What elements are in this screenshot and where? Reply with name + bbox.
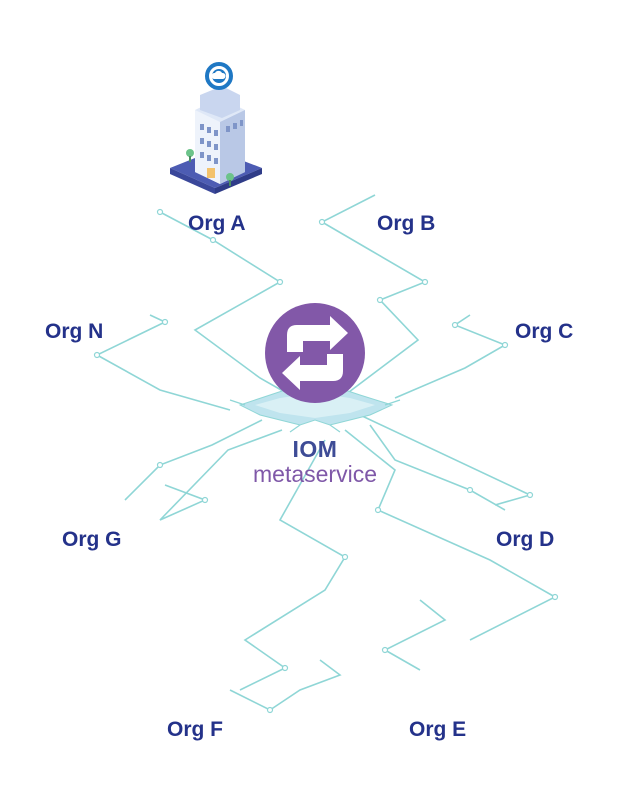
- org-a-cloud-badge-icon: [205, 62, 233, 90]
- org-a-building-icon: [170, 86, 262, 194]
- hub-subtitle: metaservice: [253, 461, 377, 487]
- connection-org-d: [369, 424, 506, 511]
- connection-org-e-2: [383, 599, 447, 671]
- org-a-node: [170, 62, 262, 194]
- org-f-label: Org F: [167, 718, 223, 741]
- connection-lines: [93, 194, 559, 714]
- org-n-label: Org N: [45, 320, 104, 343]
- connection-org-g-2: [159, 429, 283, 521]
- hub-title: IOM: [292, 436, 338, 462]
- connection-org-g: [124, 419, 263, 501]
- sync-arrows-icon: [282, 316, 348, 390]
- hub-base: [229, 384, 401, 433]
- hub-circle: [265, 303, 365, 403]
- org-e-label: Org E: [409, 718, 467, 741]
- org-c-label: Org C: [515, 320, 574, 343]
- connection-org-e: [344, 429, 557, 641]
- connection-org-n: [95, 314, 231, 411]
- org-a-label: Org A: [188, 212, 246, 235]
- iom-hub: [229, 303, 401, 433]
- connection-org-a: [159, 211, 291, 396]
- connection-org-f-2: [229, 659, 342, 711]
- connection-org-c: [394, 314, 507, 399]
- org-d-label: Org D: [496, 528, 555, 551]
- org-b-label: Org B: [377, 212, 436, 235]
- org-g-label: Org G: [62, 528, 122, 551]
